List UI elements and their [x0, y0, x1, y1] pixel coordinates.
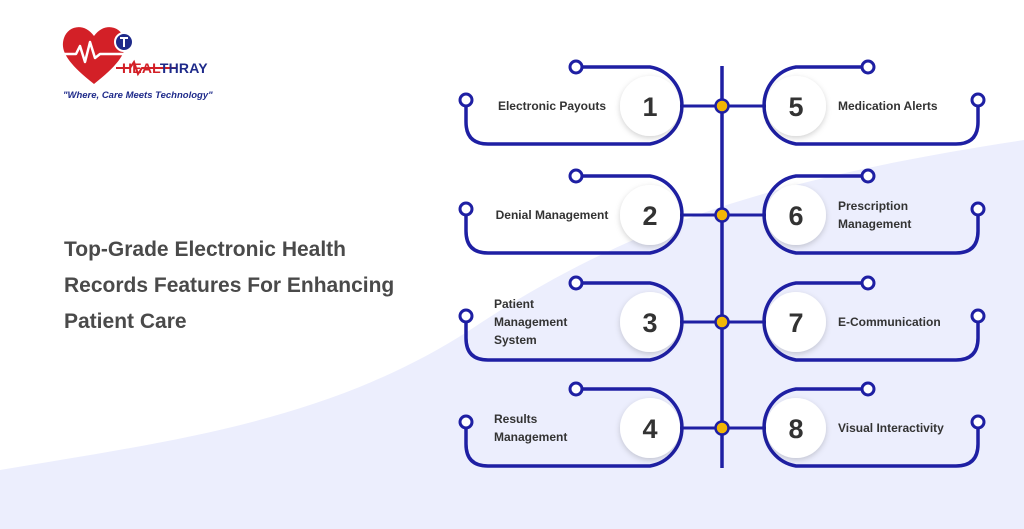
connector-right-7	[762, 281, 980, 362]
spine-junction-dot-3	[714, 314, 730, 330]
connector-right-5	[762, 65, 980, 146]
spine-junction-dot-1	[714, 98, 730, 114]
connector-end-circle-side-5	[970, 92, 986, 108]
title-line-1: Top-Grade Electronic Health	[64, 238, 346, 261]
feature-number-8: 8	[788, 414, 803, 444]
brand-tagline: "Where, Care Meets Technology"	[63, 90, 213, 101]
spine-junction-dot-2	[714, 207, 730, 223]
feature-label-5-line-1: Medication Alerts	[838, 99, 938, 113]
feature-label-6-line-1: Prescription	[838, 199, 909, 213]
connector-end-circle-top-3	[568, 275, 584, 291]
connector-end-circle-side-3	[458, 308, 474, 324]
feature-label-7: E-Communication	[838, 313, 968, 331]
connector-end-circle-top-2	[568, 168, 584, 184]
connector-end-circle-side-7	[970, 308, 986, 324]
feature-label-6-line-2: Management	[838, 217, 912, 231]
number-card-6	[766, 185, 826, 245]
number-card-4	[620, 398, 680, 458]
healthray-logo: HEALTHRAY "Where, Care Meets Technology"	[60, 24, 220, 104]
spine-junction-dot-4	[714, 420, 730, 436]
brand-name: HEALTHRAY	[122, 60, 208, 76]
title-line-2: Records Features For Enhancing	[64, 274, 395, 297]
connector-end-circle-top-7	[860, 275, 876, 291]
connector-end-circle-side-4	[458, 414, 474, 430]
feature-label-1: Electronic Payouts	[490, 97, 614, 115]
connector-end-circle-side-2	[458, 201, 474, 217]
connector-end-circle-top-6	[860, 168, 876, 184]
title-line-3: Patient Care	[64, 310, 187, 333]
connector-left-4	[464, 387, 684, 468]
connector-right-8	[762, 387, 980, 468]
number-card-7	[766, 292, 826, 352]
number-card-2	[620, 185, 680, 245]
feature-label-3-line-1: Patient	[494, 297, 535, 311]
connector-left-3	[464, 281, 684, 362]
connector-left-1	[464, 65, 684, 146]
feature-number-6: 6	[788, 201, 803, 231]
feature-label-4-line-1: Results	[494, 412, 538, 426]
feature-label-3-line-3: System	[494, 333, 537, 347]
connector-left-2	[464, 174, 684, 255]
number-card-3	[620, 292, 680, 352]
number-card-5	[766, 76, 826, 136]
feature-label-1-line-1: Electronic Payouts	[497, 99, 607, 113]
heart-pulse-icon	[62, 27, 176, 84]
page-title: Top-Grade Electronic Health Records Feat…	[64, 232, 464, 340]
connector-end-circle-side-1	[458, 92, 474, 108]
number-card-8	[766, 398, 826, 458]
feature-label-8: Visual Interactivity	[838, 419, 968, 437]
connector-end-circle-side-6	[970, 201, 986, 217]
feature-number-1: 1	[642, 92, 657, 122]
feature-number-2: 2	[642, 201, 657, 231]
feature-label-8-line-1: Visual Interactivity	[838, 421, 944, 435]
connector-end-circle-top-5	[860, 59, 876, 75]
connector-right-6	[762, 174, 980, 255]
feature-label-3-line-2: Management	[494, 315, 568, 329]
feature-label-2: Denial Management	[490, 206, 614, 224]
feature-number-7: 7	[788, 308, 803, 338]
feature-label-2-line-1: Denial Management	[495, 208, 609, 222]
number-card-1	[620, 76, 680, 136]
feature-label-5: Medication Alerts	[838, 97, 968, 115]
connector-end-circle-side-8	[970, 414, 986, 430]
connector-end-circle-top-4	[568, 381, 584, 397]
connector-end-circle-top-8	[860, 381, 876, 397]
brand-name-part1: HEAL	[122, 60, 160, 76]
brand-name-part2: THRAY	[159, 60, 208, 76]
feature-number-4: 4	[642, 414, 657, 444]
feature-number-5: 5	[788, 92, 803, 122]
connector-end-circle-top-1	[568, 59, 584, 75]
feature-number-3: 3	[642, 308, 657, 338]
feature-label-4-line-2: Management	[494, 430, 568, 444]
feature-label-7-line-1: E-Communication	[838, 315, 941, 329]
